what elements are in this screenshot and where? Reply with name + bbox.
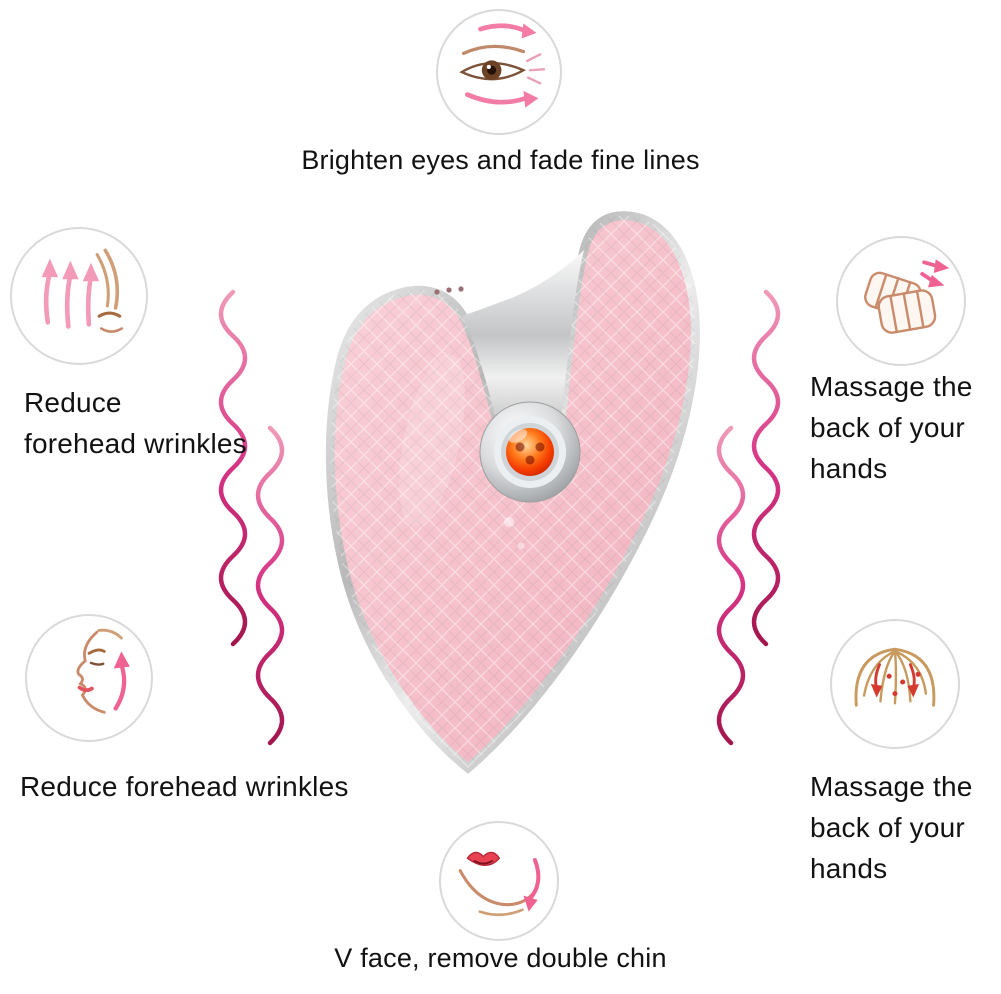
device-led-ring (479, 401, 581, 503)
feature-circle-profile (25, 614, 153, 742)
caption-v-face: V face, remove double chin (334, 943, 667, 973)
feature-circle-vface (439, 821, 559, 941)
feature-circle-eyes (436, 9, 562, 135)
caption-reduce-forehead-1: Reduce forehead wrinkles (24, 382, 247, 464)
feature-circle-scalp (830, 619, 960, 749)
caption-massage-hands-2: Massage the back of your hands (810, 766, 973, 889)
caption-line: back of your (810, 812, 965, 843)
device-indicator-lights (434, 286, 464, 295)
caption-line: back of your (810, 412, 965, 443)
hands-massage-icon (864, 259, 950, 334)
device-body (325, 211, 700, 774)
face-profile-lift-icon (76, 628, 130, 714)
v-face-chin-icon (458, 851, 540, 916)
caption-massage-hands-1: Massage the back of your hands (810, 366, 973, 489)
forehead-lift-icon (42, 248, 124, 334)
caption-line: Massage the (810, 371, 973, 402)
eye-brighten-icon (459, 23, 546, 108)
feature-circle-forehead (10, 227, 148, 365)
vibration-waves-left (218, 289, 285, 746)
vibration-waves-right (716, 289, 781, 746)
caption-line: hands (810, 853, 888, 884)
feature-circle-hands (836, 236, 966, 366)
caption-reduce-forehead-2: Reduce forehead wrinkles (20, 771, 349, 802)
caption-brighten-eyes: Brighten eyes and fade fine lines (301, 145, 700, 175)
caption-line: Massage the (810, 771, 973, 802)
caption-line: hands (810, 453, 888, 484)
caption-line: Reduce (24, 387, 122, 418)
caption-line: forehead wrinkles (24, 428, 247, 459)
scalp-massage-icon (854, 647, 936, 707)
